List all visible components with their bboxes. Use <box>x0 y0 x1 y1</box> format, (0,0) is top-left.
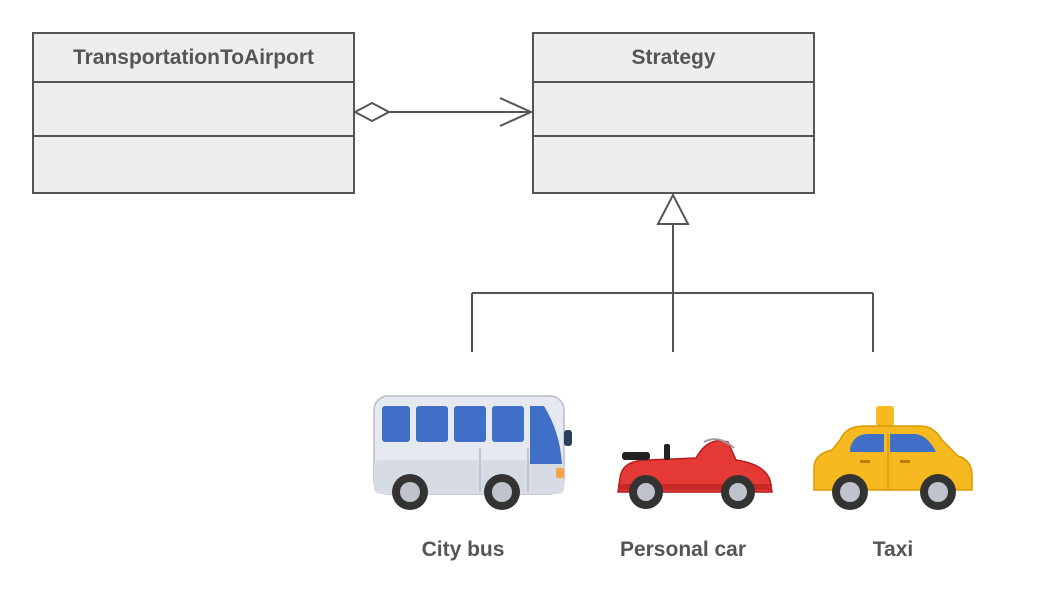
vehicle-label-city-bus: City bus <box>421 538 505 561</box>
class-transportation-to-airport: TransportationToAirport <box>32 32 355 194</box>
vehicle-label-taxi: Taxi <box>872 538 914 561</box>
class-attributes-compartment <box>534 83 813 137</box>
aggregation-link <box>352 97 534 127</box>
generalization-link <box>471 192 874 352</box>
bus-icon <box>373 395 572 510</box>
taxi-icon <box>813 406 973 510</box>
vehicle-label-personal-car: Personal car <box>619 538 747 561</box>
open-arrowhead <box>499 97 534 127</box>
aggregation-diamond <box>352 101 392 123</box>
class-name: Strategy <box>534 34 813 83</box>
class-strategy: Strategy <box>532 32 815 194</box>
convertible-car-icon <box>617 438 773 509</box>
class-name: TransportationToAirport <box>34 34 353 83</box>
class-attributes-compartment <box>34 83 353 137</box>
inheritance-triangle <box>656 192 690 225</box>
